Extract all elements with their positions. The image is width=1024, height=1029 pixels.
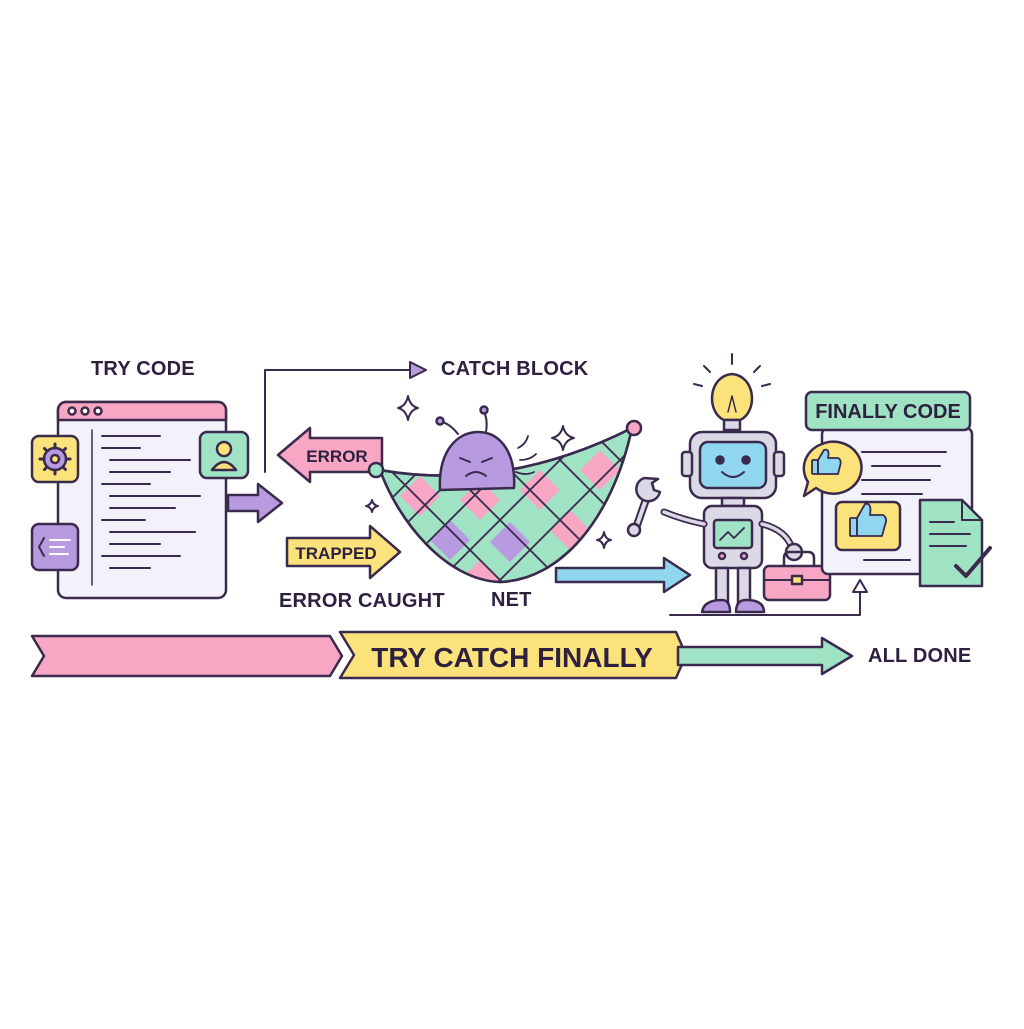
lightbulb-icon xyxy=(693,353,771,432)
arrow-net-to-robot xyxy=(554,556,692,594)
error-caught-label: ERROR CAUGHT xyxy=(279,590,445,612)
catch-block-label: CATCH BLOCK xyxy=(441,358,589,380)
all-done-label: ALL DONE xyxy=(868,645,972,667)
connector-to-catch-block xyxy=(264,361,427,473)
try-code-label: TRY CODE xyxy=(91,358,195,380)
try-code-window xyxy=(30,400,250,600)
banner-title: TRY CATCH FINALLY xyxy=(371,642,653,673)
thumbs-up-icon xyxy=(802,440,863,498)
wrench-icon xyxy=(626,476,662,538)
gear-icon xyxy=(30,434,80,484)
sparkle-icon xyxy=(365,395,612,549)
thumbs-up-icon xyxy=(834,500,902,552)
code-lines xyxy=(101,435,201,569)
robot xyxy=(626,353,832,614)
bottom-banner xyxy=(30,630,854,680)
finally-code-window xyxy=(802,390,992,588)
bug-icon xyxy=(435,405,537,492)
trapped-label: TRAPPED xyxy=(295,544,376,563)
document-check-icon xyxy=(918,498,992,588)
user-icon xyxy=(198,430,250,480)
code-icon xyxy=(30,522,80,572)
toolbox-icon xyxy=(762,550,832,602)
trapped-arrow xyxy=(285,524,402,580)
error-label: ERROR xyxy=(306,447,367,466)
net-label: NET xyxy=(491,589,532,611)
arrow-try-right xyxy=(226,482,284,524)
finally-code-label: FINALLY CODE xyxy=(815,401,961,423)
connector-to-finally xyxy=(794,579,868,616)
